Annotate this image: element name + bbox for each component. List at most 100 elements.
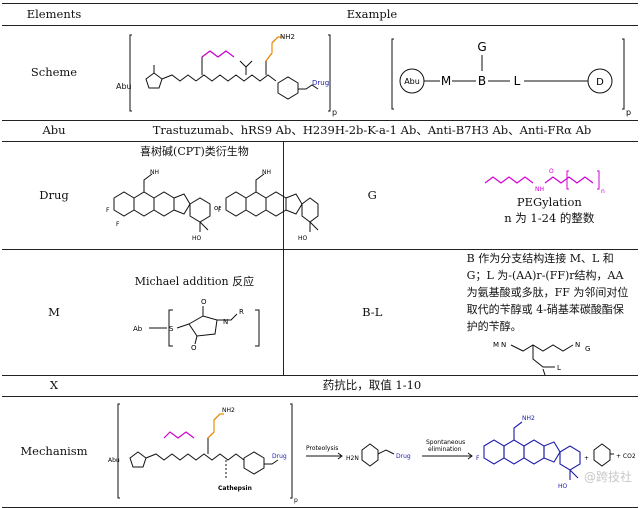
header-example: Example <box>106 3 638 26</box>
mechanism-label: Mechanism <box>2 396 106 508</box>
peg-brackets <box>566 170 600 190</box>
mech-product-nh2: NH2 <box>522 415 535 422</box>
bl-n2: N <box>575 341 580 349</box>
mech-released-drug <box>483 421 581 481</box>
michael-o2: O <box>191 344 197 350</box>
bl-desc: B 作为分支结构连接 M、L 和 G；L 为-(AA)r-(FF)r结构，AA … <box>466 252 629 334</box>
scheme-drawing: Abu NH2 Drug p Abu M B G L D p <box>116 33 631 117</box>
drug-1-nh: NH <box>150 169 159 176</box>
drug-cell: 喜树碱(CPT)类衍生物 NH F F HO or <box>106 141 319 250</box>
mech-linker <box>207 413 224 439</box>
mech-product-f: F <box>476 455 480 462</box>
scheme-peg-chain <box>201 50 235 58</box>
michael-r: R <box>239 308 244 316</box>
scheme-nh2-label: NH2 <box>280 33 295 41</box>
drug-structure-2 <box>225 173 319 232</box>
peg-o: O <box>549 168 554 175</box>
m-row: M Michael addition 反应 Ab S N R O O <box>2 248 638 376</box>
elimination-arrowhead <box>467 452 473 460</box>
scheme-label: Scheme <box>2 25 106 121</box>
g-label: G <box>282 141 461 250</box>
spontaneous-label: Spontaneous <box>426 439 465 446</box>
mech-byproduct-plus: + <box>584 455 589 462</box>
mechanism-cell: Abu NH2 Drug Cathepsin p Proteolysis H2N… <box>106 396 638 508</box>
proteolysis-label: Proteolysis <box>306 445 338 452</box>
mech-h2n: H2N <box>346 455 359 462</box>
mech-abu: Abu <box>108 457 120 464</box>
scheme-cell: Abu NH2 Drug p Abu M B G L D p <box>106 25 638 121</box>
mech-intermediate <box>361 443 395 467</box>
peg-structure: NH O n <box>484 168 605 195</box>
drug-title: 喜树碱(CPT)类衍生物 <box>140 145 249 159</box>
x-label: X <box>2 375 106 397</box>
drug-or: or <box>214 204 221 212</box>
mech-drug-2: Drug <box>396 453 411 460</box>
header-elements: Elements <box>2 3 106 26</box>
drug-label: Drug <box>2 141 106 250</box>
g-cell: NH O n PEGylation n 为 1-24 的整数 <box>460 141 638 250</box>
bl-g: G <box>585 345 590 353</box>
adc-element-table: Elements Example Scheme <box>2 3 638 508</box>
michael-structure: Ab S N R O O <box>133 298 260 350</box>
abu-label: Abu <box>2 120 106 142</box>
watermark: @跨技社 <box>583 470 632 484</box>
proteolysis-arrowhead <box>337 452 343 460</box>
scheme-structure <box>129 34 331 112</box>
mech-adc <box>117 403 293 499</box>
scheme-abu-label: Abu <box>116 82 132 91</box>
schematic-d-circle <box>587 68 613 94</box>
mech-cathepsin: Cathepsin <box>218 485 252 492</box>
bl-n1: N <box>501 341 506 349</box>
peg-chain <box>544 176 594 184</box>
g-desc: n 为 1-24 的整数 <box>504 210 595 225</box>
header-row: Elements Example <box>2 3 638 26</box>
x-value: 药抗比，取值 1-10 <box>106 375 638 397</box>
peg-alkyl <box>484 176 534 184</box>
drug-row: Drug 喜树碱(CPT)类衍生物 NH F F HO or <box>2 141 638 250</box>
mech-byproduct <box>593 443 614 467</box>
michael-s: S <box>169 325 174 333</box>
drug-2-ho: HO <box>298 235 308 242</box>
mech-product-ho: HO <box>558 483 568 490</box>
drug-1-f2: F <box>116 221 120 228</box>
bl-structure: M N N G L <box>493 341 591 376</box>
mech-nh2: NH2 <box>222 407 235 414</box>
schematic-bracket-left <box>391 38 394 110</box>
abu-value: Trastuzumab、hRS9 Ab、H239H-2b-K-a-1 Ab、An… <box>106 120 638 142</box>
peg-nh: NH <box>535 186 544 193</box>
document-page: Elements Example Scheme <box>2 3 638 508</box>
bl-label: B-L <box>282 248 461 376</box>
mech-drug: Drug <box>272 453 287 460</box>
mech-peg <box>163 431 195 439</box>
scheme-row: Scheme Abu <box>2 25 638 121</box>
michael-o1: O <box>201 298 207 306</box>
drug-1-f1: F <box>106 207 110 214</box>
g-title: PEGylation <box>516 194 582 209</box>
bl-cell: B 作为分支结构连接 M、L 和 G；L 为-(AA)r-(FF)r结构，AA … <box>460 248 638 376</box>
schematic-l: L <box>514 74 521 88</box>
schematic-g: G <box>477 40 486 54</box>
scheme-drug-label: Drug <box>312 79 329 87</box>
schematic-m: M <box>441 74 451 88</box>
drug-structure-1 <box>113 173 211 232</box>
m-label: M <box>2 248 106 376</box>
schematic-d: D <box>596 77 604 88</box>
mech-co2: + CO2 <box>616 453 636 460</box>
bl-l: L <box>557 364 561 372</box>
mechanism-drawing: Abu NH2 Drug Cathepsin p Proteolysis H2N… <box>108 403 636 504</box>
mechanism-row: Mechanism Abu NH2 Drug <box>2 396 638 508</box>
x-row: X 药抗比，取值 1-10 <box>2 375 638 397</box>
scheme-linker-chain <box>265 36 284 62</box>
abu-row: Abu Trastuzumab、hRS9 Ab、H239H-2b-K-a-1 A… <box>2 120 638 142</box>
drug-structures: NH F F HO or NH F HO <box>106 169 319 242</box>
schematic-b: B <box>478 74 486 88</box>
michael-n: N <box>223 318 228 326</box>
peg-n: n <box>601 188 605 195</box>
m-cell: Michael addition 反应 Ab S N R O O <box>106 248 284 376</box>
schematic-p: p <box>626 108 631 117</box>
drug-1-ho: HO <box>192 235 202 242</box>
m-title: Michael addition 反应 <box>134 275 255 289</box>
elimination-label: elimination <box>428 446 462 453</box>
bl-m: M <box>493 341 499 349</box>
drug-2-f: F <box>218 207 222 214</box>
